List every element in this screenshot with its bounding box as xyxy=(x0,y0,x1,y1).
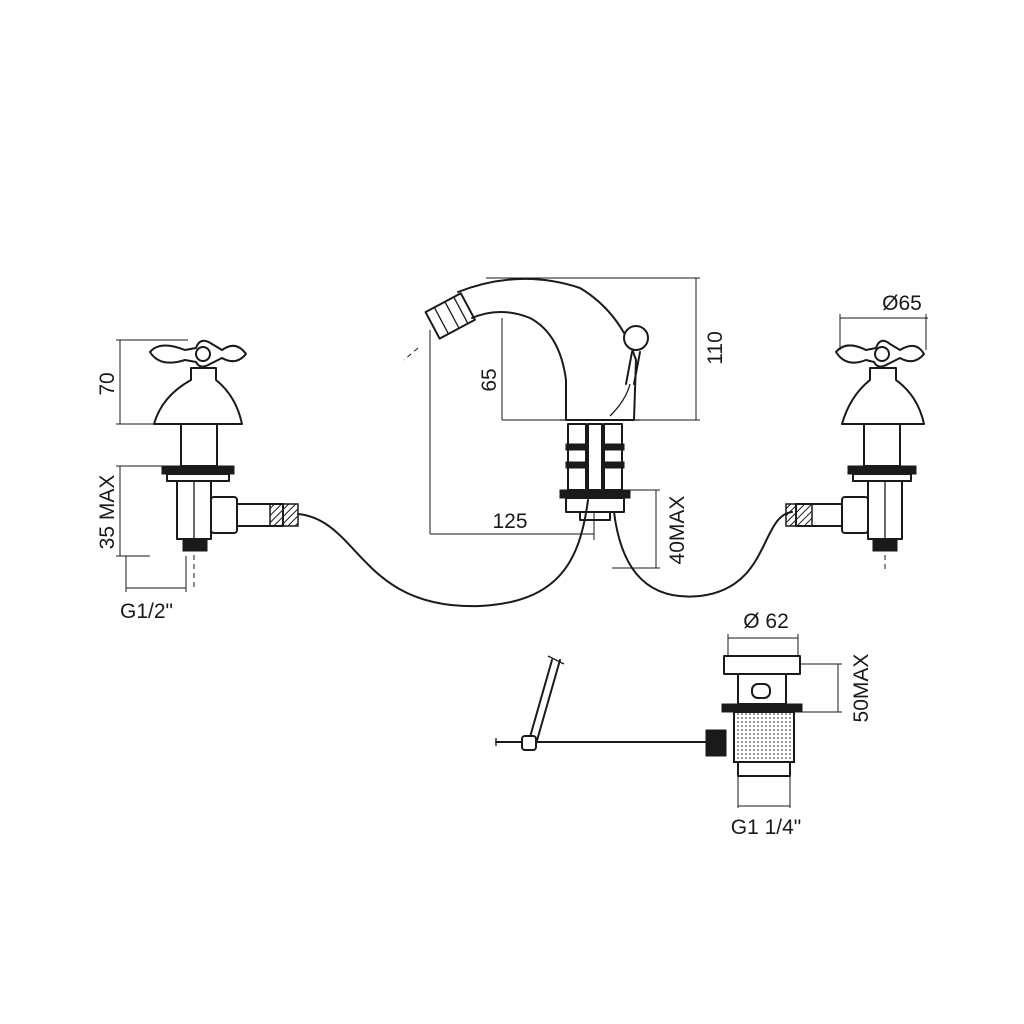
left-handle-cap xyxy=(195,346,211,362)
waste-flange xyxy=(721,703,803,713)
right-cross-handle xyxy=(835,339,925,368)
waste-body xyxy=(733,711,795,763)
spout-reach-label: 125 xyxy=(492,510,527,533)
left-connection-label: G1/2" xyxy=(120,600,173,623)
left-cross-handle xyxy=(149,339,247,368)
spout-right-shank xyxy=(603,423,623,491)
left-dimensions xyxy=(116,339,188,592)
center-dimensions xyxy=(429,277,700,569)
waste-height-max-label: 50MAX xyxy=(850,654,873,723)
popup-knob xyxy=(623,325,649,351)
waste-diameter-label: Ø 62 xyxy=(743,610,789,633)
right-handle-body xyxy=(841,367,925,425)
waste-pivot-nut xyxy=(705,729,727,757)
center-spout xyxy=(403,277,649,521)
right-dimensions xyxy=(839,314,928,350)
right-flexible-hose xyxy=(613,511,793,598)
spout-nozzle xyxy=(424,292,476,340)
right-elbow xyxy=(841,496,869,534)
left-flexible-hose xyxy=(297,499,589,608)
left-shank-nut xyxy=(182,538,208,552)
waste-cap xyxy=(723,655,801,675)
left-handle-height-label: 70 xyxy=(96,372,119,395)
spout-height-label: 110 xyxy=(704,331,727,364)
right-cross-handle-valve xyxy=(785,339,925,572)
waste-lift-rod xyxy=(527,659,553,745)
left-mount-max-label: 35 MAX xyxy=(96,475,119,550)
spout-mount-max-label: 40MAX xyxy=(666,496,689,565)
right-handle-diameter-label: Ø65 xyxy=(882,292,922,315)
spout-base-nut xyxy=(559,489,631,499)
left-washer xyxy=(166,473,230,482)
right-handle-cap xyxy=(874,346,890,362)
spout-outlet-height-label: 65 xyxy=(478,368,501,391)
left-hose-nut xyxy=(269,503,299,527)
right-valve-stem xyxy=(863,423,901,467)
left-handle-body xyxy=(153,367,243,425)
right-flange xyxy=(847,465,917,475)
waste-connection-label: G1 1/4" xyxy=(731,816,802,839)
spout-left-shank xyxy=(567,423,587,491)
waste-dimensions xyxy=(727,634,842,808)
popup-waste-assembly xyxy=(495,655,803,777)
spout-body xyxy=(457,277,637,421)
left-valve-stem xyxy=(180,423,218,467)
left-elbow xyxy=(210,496,238,534)
left-cross-handle-valve xyxy=(149,339,299,590)
left-flange xyxy=(161,465,235,475)
